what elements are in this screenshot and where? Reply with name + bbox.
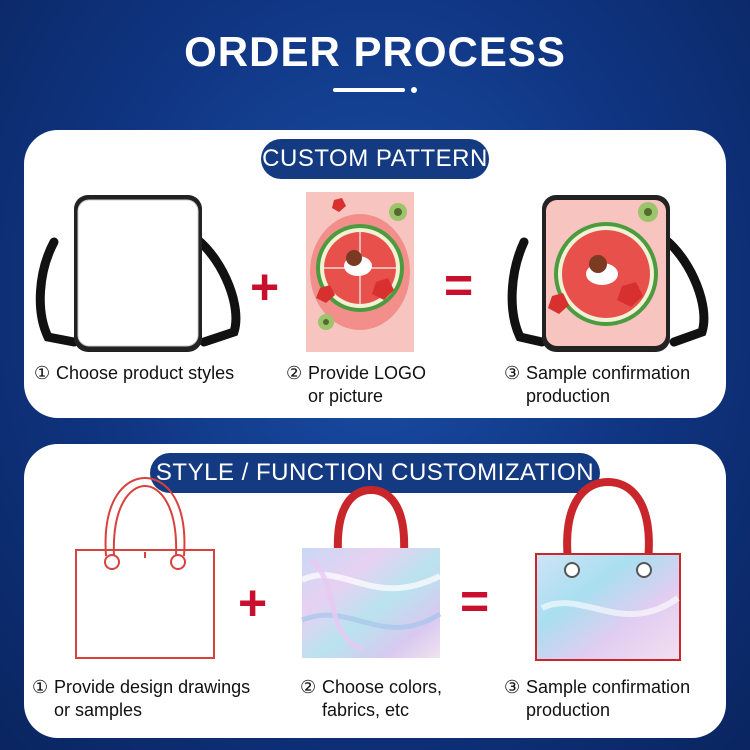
title-underline bbox=[333, 88, 405, 92]
plus-operator-2: + bbox=[238, 575, 268, 631]
step-number: ① bbox=[32, 677, 49, 697]
step-text-line1: Choose product styles bbox=[56, 363, 235, 383]
step-number: ③ bbox=[504, 677, 521, 697]
step-number: ② bbox=[300, 677, 317, 697]
section-label-custom-pattern: CUSTOM PATTERN bbox=[261, 139, 489, 179]
step-text-line1: Sample confirmation bbox=[526, 677, 691, 697]
step-text-line1: Sample confirmation bbox=[526, 363, 691, 383]
page-title: ORDER PROCESS bbox=[184, 28, 566, 75]
finished-tote-bag-image bbox=[535, 477, 681, 661]
equals-operator-2: = bbox=[460, 573, 490, 629]
step-text-line1: Provide design drawings bbox=[54, 677, 251, 697]
holographic-fabric-image bbox=[300, 485, 442, 658]
blank-messenger-bag-image bbox=[35, 195, 241, 352]
step-number: ① bbox=[34, 363, 51, 383]
step-text-line2: production bbox=[526, 700, 611, 720]
step-text-line1: Choose colors, bbox=[322, 677, 443, 697]
tote-bag-drawing-image bbox=[75, 476, 215, 659]
equals-operator-1: = bbox=[444, 257, 474, 313]
step-text-line2: or picture bbox=[308, 386, 384, 406]
watermelon-pattern-image bbox=[306, 192, 414, 352]
step-text-line2: fabrics, etc bbox=[322, 700, 410, 720]
step-text-line1: Provide LOGO bbox=[308, 363, 427, 383]
step-number: ③ bbox=[504, 363, 521, 383]
step-number: ② bbox=[286, 363, 303, 383]
printed-messenger-bag-image bbox=[507, 195, 709, 352]
step-text-line2: production bbox=[526, 386, 611, 406]
title-dot bbox=[411, 87, 417, 93]
plus-operator-1: + bbox=[250, 259, 280, 315]
step-text-line2: or samples bbox=[54, 700, 143, 720]
